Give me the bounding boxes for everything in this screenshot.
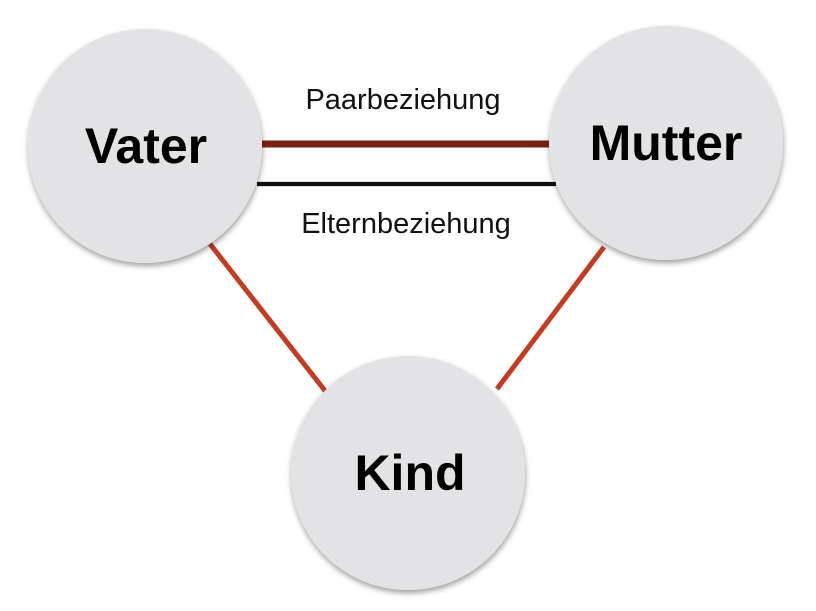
kind-node-label: Kind bbox=[354, 445, 465, 501]
vater-kind-line bbox=[208, 242, 328, 394]
mutter-node-label: Mutter bbox=[590, 115, 743, 171]
kind-node-circle bbox=[291, 356, 525, 590]
paarbeziehung-label: Paarbeziehung bbox=[305, 84, 500, 116]
mutter-node-circle bbox=[549, 26, 783, 260]
elternbeziehung-label: Elternbeziehung bbox=[301, 208, 511, 240]
mutter-kind-line bbox=[495, 245, 606, 391]
vater-node-label: Vater bbox=[85, 118, 207, 174]
vater-node-circle bbox=[28, 29, 262, 263]
